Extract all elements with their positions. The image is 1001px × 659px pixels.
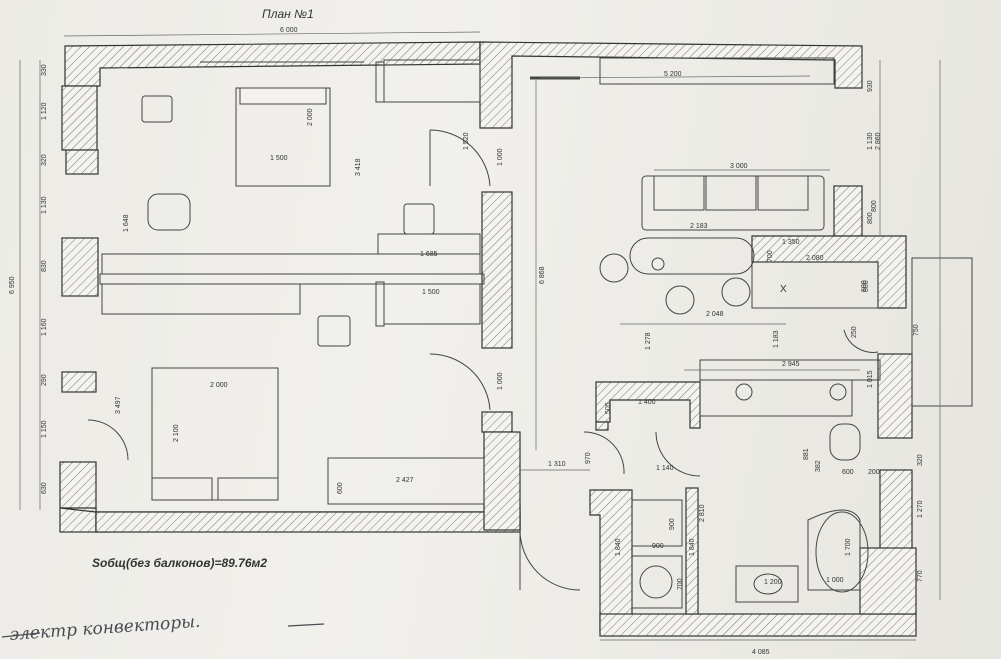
dim-left-2: 1 120 <box>41 102 48 120</box>
handwritten-note: электр конвекторы. <box>9 612 201 645</box>
dim-corridor-door-2: 1 000 <box>497 372 504 390</box>
dim-right-4: 600 <box>863 280 870 292</box>
dim-bath-1200: 1 200 <box>764 579 782 586</box>
dim-left-3: 320 <box>41 154 48 166</box>
dim-left-6: 1 160 <box>41 318 48 336</box>
dim-kitchen-1350: 1 350 <box>782 239 800 246</box>
dim-bed-top-h: 2 000 <box>307 108 314 126</box>
dim-table-l: 2 183 <box>690 223 708 230</box>
dim-left-9: 630 <box>41 482 48 494</box>
dim-right-2: 1 130 <box>867 132 874 150</box>
dim-wc-1140: 1 140 <box>656 465 674 472</box>
dim-wardrobe: 1 500 <box>422 289 440 296</box>
dim-bed-top-w: 1 500 <box>270 155 288 162</box>
dim-wc-1400: 1 400 <box>638 399 656 406</box>
dim-bed-bottom-h: 2 100 <box>173 424 180 442</box>
dim-left-4: 1 130 <box>41 196 48 214</box>
dim-kitchen-1278: 1 278 <box>645 332 652 350</box>
dim-left-8: 1 150 <box>41 420 48 438</box>
dim-laundry-900b: 900 <box>652 543 664 550</box>
dimension-lines <box>19 31 941 641</box>
dim-bath-2810: 2 810 <box>699 504 706 522</box>
dim-kitchen-2860: 2 860 <box>875 132 882 150</box>
dim-top-door: 1 520 <box>463 132 470 150</box>
dim-kitchen-2945: 2 945 <box>782 361 800 368</box>
dim-kitchen-2048: 2 048 <box>706 311 724 318</box>
dim-kitchen-250: 250 <box>851 326 858 338</box>
dim-laundry-1840a: 1 840 <box>615 538 622 556</box>
area-note: Sобщ(без балконов)=89.76м2 <box>92 556 267 570</box>
dim-right-6: 1 015 <box>867 370 874 388</box>
dim-bath-200: 200 <box>868 469 880 476</box>
dim-bath-382: 382 <box>815 460 822 472</box>
dim-wardrobe-bottom: 2 427 <box>396 477 414 484</box>
dim-bottom-right: 4 085 <box>752 649 770 656</box>
dim-left-1: 330 <box>41 64 48 76</box>
dim-wc-505: 505 <box>605 402 612 414</box>
hood-mark: X <box>780 284 787 295</box>
dim-kitchen-700: 700 <box>767 250 774 262</box>
dim-corridor-len: 6 868 <box>539 266 546 284</box>
dim-left-7: 290 <box>41 374 48 386</box>
dim-laundry-900a: 900 <box>669 518 676 530</box>
dim-left-5: 830 <box>41 260 48 272</box>
plan-title: План №1 <box>262 7 314 21</box>
dim-corridor-w: 1 310 <box>548 461 566 468</box>
dim-right-5: 750 <box>913 324 920 336</box>
dim-wardrobe-bottom-d: 600 <box>337 482 344 494</box>
dim-bed-bottom-w: 2 000 <box>210 382 228 389</box>
walls <box>59 41 917 637</box>
labels: План №1 Sобщ(без балконов)=89.76м2 элект… <box>1 7 924 656</box>
dim-kitchen-1183: 1 183 <box>773 330 780 348</box>
plan-lines <box>87 57 973 609</box>
dim-bath-600: 600 <box>842 469 854 476</box>
dim-corridor-door: 1 000 <box>497 148 504 166</box>
dim-bath-881: 881 <box>803 448 810 460</box>
dim-bath-1000: 1 000 <box>826 577 844 584</box>
dim-kitchen-2080: 2 080 <box>806 255 824 262</box>
dim-wc-970: 970 <box>585 452 592 464</box>
dim-laundry-700: 700 <box>677 578 684 590</box>
dim-right-8: 1 270 <box>917 500 924 518</box>
dim-bottom-left-h: 3 497 <box>115 396 122 414</box>
dim-left-648: 1 648 <box>123 214 130 232</box>
dim-left-total: 6 950 <box>9 276 16 294</box>
dim-laundry-1840b: 1 840 <box>689 538 696 556</box>
dim-right-9: 770 <box>917 570 924 582</box>
dim-right-7: 320 <box>917 454 924 466</box>
dim-top-right: 5 200 <box>664 71 682 78</box>
dim-right-1: 930 <box>867 80 874 92</box>
dim-sofa: 3 000 <box>730 163 748 170</box>
dim-right-3: 800 <box>871 200 878 212</box>
dim-top-desk: 1 685 <box>420 251 438 258</box>
dim-bath-1700: 1 700 <box>845 538 852 556</box>
dim-kitchen-600: 600 <box>861 280 868 292</box>
dim-top-left: 6 000 <box>280 27 298 34</box>
dim-kitchen-800: 800 <box>867 212 874 224</box>
dim-room-top-h: 3 418 <box>355 158 362 176</box>
